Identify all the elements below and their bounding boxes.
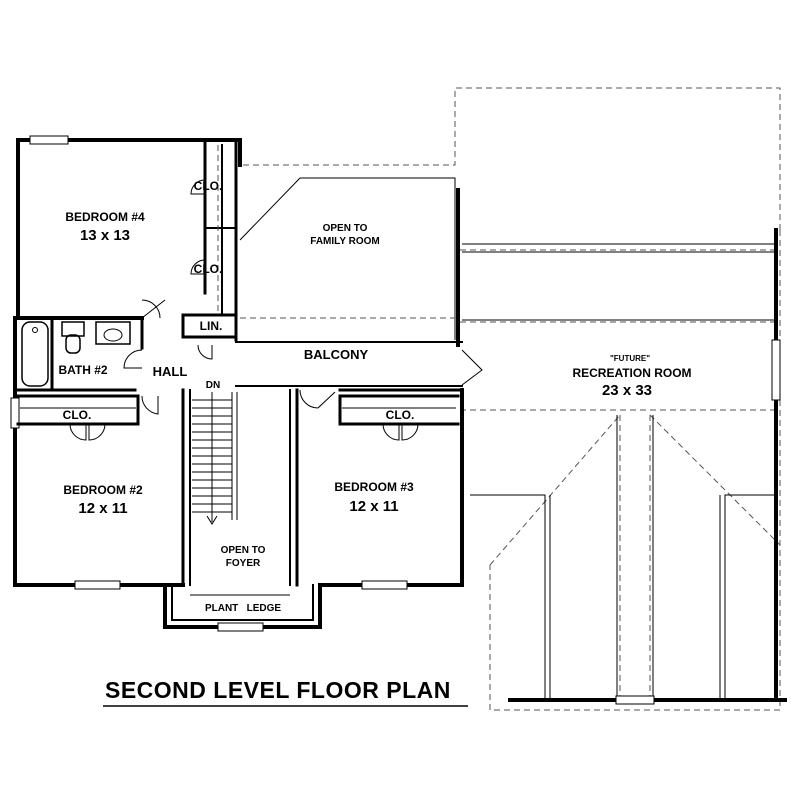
bedroom4-closet2-label: CLO. xyxy=(194,262,223,276)
bedroom2-size: 12 x 11 xyxy=(78,500,127,517)
bedroom4-name: BEDROOM #4 xyxy=(65,210,145,224)
interior-walls xyxy=(16,138,464,587)
recreation-room-name: RECREATION ROOM xyxy=(572,366,691,380)
bedroom4-closet1-label: CLO. xyxy=(194,179,223,193)
linen-label: LIN. xyxy=(200,319,223,333)
open-to-family-room-outline xyxy=(239,177,456,340)
staircase xyxy=(192,392,238,525)
recreation-right-wall xyxy=(771,228,781,702)
windows xyxy=(10,135,408,632)
doors xyxy=(69,179,483,441)
open-family-label-2: FAMILY ROOM xyxy=(310,236,379,247)
bedroom4-size: 13 x 13 xyxy=(80,227,130,244)
recreation-future-note: "FUTURE" xyxy=(610,354,650,363)
bedroom3-name: BEDROOM #3 xyxy=(334,480,414,494)
plan-title: SECOND LEVEL FLOOR PLAN xyxy=(105,677,451,703)
recreation-roof-lines xyxy=(462,243,778,700)
open-foyer-label-1: OPEN TO xyxy=(221,545,266,556)
plant-ledge-label: PLANT LEDGE xyxy=(205,603,281,614)
recreation-room-size: 23 x 33 xyxy=(602,382,652,399)
open-family-label-1: OPEN TO xyxy=(323,223,368,234)
recreation-bottom-wall xyxy=(508,695,787,705)
bedroom2-name: BEDROOM #2 xyxy=(63,483,143,497)
balcony-label: BALCONY xyxy=(304,347,369,362)
bedroom2-closet-label: CLO. xyxy=(63,408,92,422)
bedroom3-size: 12 x 11 xyxy=(349,498,398,515)
hall-label: HALL xyxy=(153,364,188,379)
open-foyer-label-2: FOYER xyxy=(226,558,261,569)
stairs-down-label: DN xyxy=(206,380,220,391)
bath2-label: BATH #2 xyxy=(58,363,107,377)
recreation-room-outline xyxy=(243,87,781,711)
exterior-walls xyxy=(13,138,464,629)
bath-fixtures xyxy=(21,321,131,387)
bedroom3-closet-label: CLO. xyxy=(386,408,415,422)
